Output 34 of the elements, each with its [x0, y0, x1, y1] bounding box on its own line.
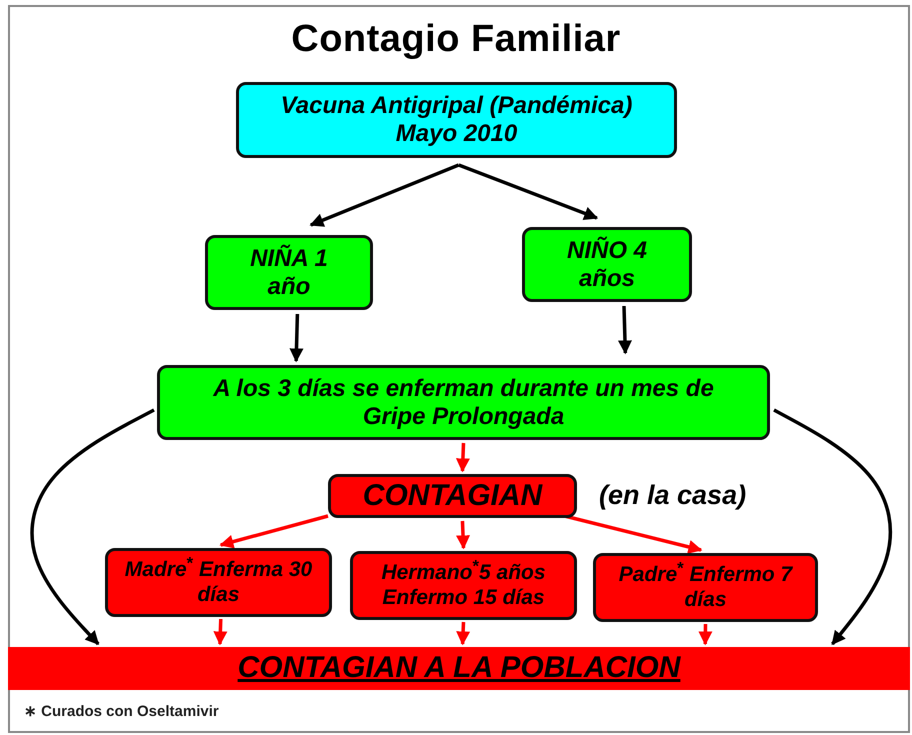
- node-text: CONTAGIAN: [362, 478, 542, 514]
- footnote: ∗ Curados con Oseltamivir: [24, 702, 219, 720]
- process-box: [522, 227, 692, 302]
- arrow: [698, 624, 712, 646]
- node-text: Hermano$^{*}$5 años Enfermo 15 días: [380, 561, 547, 610]
- node-text: NIÑA 1 año: [249, 244, 329, 300]
- arrow: [456, 442, 470, 472]
- arrow: [310, 163, 460, 227]
- arrow: [564, 514, 702, 554]
- node-text: A los 3 días se enferman durante un mes de Gripe Prolongada: [212, 374, 715, 430]
- arrow: [290, 314, 304, 362]
- side-note: (en la casa): [599, 480, 746, 511]
- node-text: CONTAGIAN A LA POBLACION: [238, 651, 680, 686]
- arrow: [458, 163, 598, 220]
- arrow: [219, 514, 328, 548]
- process-box: [205, 235, 373, 310]
- arrow: [30, 408, 155, 646]
- arrow: [213, 618, 228, 646]
- process-box: [236, 82, 677, 158]
- process-box: [593, 553, 818, 622]
- node-text: Madre$^{*}$ Enferma 30 días: [124, 558, 314, 607]
- arrow: [456, 520, 470, 550]
- arrow: [773, 408, 892, 646]
- node-text: Vacuna Antigripal (Pandémica) Mayo 2010: [280, 92, 634, 148]
- process-box: [157, 365, 770, 440]
- node-text: NIÑO 4 años: [566, 236, 648, 292]
- arrow: [456, 622, 470, 646]
- banner-band: [8, 647, 910, 690]
- arrow: [618, 306, 632, 354]
- process-box: [328, 474, 577, 518]
- process-box: [350, 551, 577, 620]
- title: Contagio Familiar: [290, 18, 622, 61]
- process-box: [105, 548, 332, 617]
- node-text: Padre$^{*}$ Enfermo 7 días: [618, 563, 794, 612]
